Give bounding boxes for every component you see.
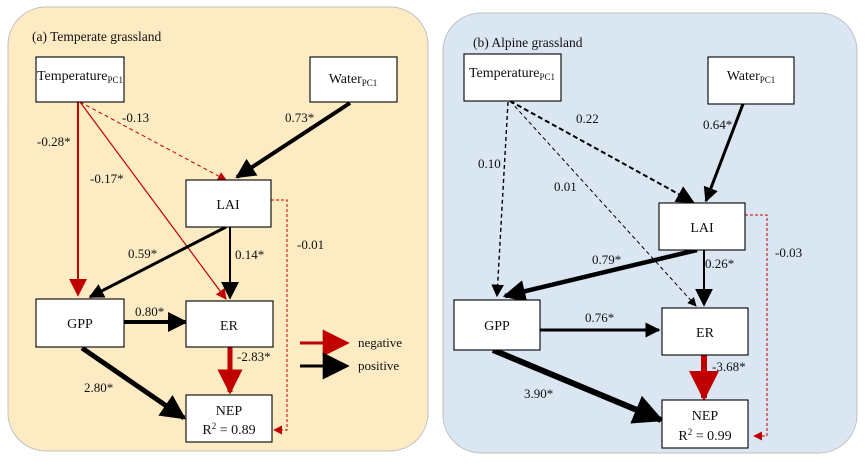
node-label: ER (220, 319, 239, 334)
coef-a-gpp-er: 0.80* (135, 304, 164, 319)
node-label: Water (329, 72, 362, 87)
coef-a-temperature-er: -0.17* (90, 171, 124, 186)
path-b-lai-gpp (502, 247, 698, 303)
node-r2: R2 = 0.89 (202, 421, 255, 438)
path-a-temperature-er (79, 101, 227, 300)
legend: negative positive (300, 329, 402, 380)
path-a-lai-nep (271, 199, 288, 435)
svg-text:WaterPC1: WaterPC1 (329, 72, 378, 88)
path-a-water-lai (235, 101, 352, 179)
panel-b-background (442, 12, 858, 454)
legend-positive-label: positive (358, 358, 399, 373)
legend-negative-label: negative (358, 335, 402, 350)
node-label: GPP (484, 319, 510, 334)
coef-a-gpp-nep: 2.80* (84, 380, 113, 395)
coef-b-temperature-gpp: 0.10 (478, 156, 501, 171)
node-label: ER (696, 326, 715, 341)
coef-a-lai-er: 0.14* (235, 247, 264, 262)
svg-text:WaterPC1: WaterPC1 (727, 69, 776, 85)
node-label: Water (727, 69, 760, 84)
path-b-lai-nep (745, 214, 768, 441)
node-label: Temperature (469, 66, 540, 81)
node-sub: PC1 (760, 75, 776, 85)
node-sub: PC1 (108, 75, 124, 85)
panel-b-title: (b) Alpine grassland (473, 35, 583, 50)
panel-b-paths (491, 100, 768, 441)
coef-a-er-nep: -2.83* (237, 349, 271, 364)
panel-a-node-er: ER (185, 300, 274, 348)
coef-a-lai-nep: -0.01 (297, 237, 324, 252)
coef-b-lai-er: 0.26* (705, 256, 734, 271)
coef-b-lai-nep: -0.03 (775, 245, 802, 260)
node-label: Temperature (37, 69, 108, 84)
panel-a-node-gpp: GPP (35, 298, 125, 348)
path-b-temperature-lai (509, 100, 695, 203)
path-b-water-lai (703, 103, 745, 203)
node-label: LAI (690, 221, 714, 236)
node-sub: PC1 (362, 78, 378, 88)
panel-a-paths (69, 101, 352, 435)
coef-b-temperature-er: 0.01 (554, 179, 577, 194)
coef-b-water-lai: 0.64* (703, 117, 732, 132)
path-a-lai-gpp (88, 225, 227, 299)
panel-a-node-temperature: TemperaturePC1 (35, 56, 125, 103)
coef-a-temperature-gpp: -0.28* (37, 134, 71, 149)
panel-a-title: (a) Temperate grassland (32, 29, 161, 44)
coef-a-temperature-lai: -0.13 (122, 110, 149, 125)
panel-b-node-er: ER (661, 307, 749, 356)
svg-text:TemperaturePC1: TemperaturePC1 (37, 69, 123, 85)
node-label: NEP (692, 409, 719, 424)
panel-b-node-water: WaterPC1 (707, 56, 795, 105)
node-label: GPP (67, 317, 93, 332)
node-label: LAI (216, 198, 240, 213)
coef-b-er-nep: -3.68* (712, 359, 746, 374)
path-b-temperature-gpp (491, 101, 509, 298)
panel-a-node-nep: NEP R2 = 0.89 (185, 394, 273, 443)
node-sub: PC1 (540, 72, 556, 82)
coef-a-water-lai: 0.73* (285, 110, 314, 125)
panel-a-node-lai: LAI (185, 179, 272, 228)
panel-b-node-nep: NEP R2 = 0.99 (661, 399, 749, 449)
coef-b-temperature-lai: 0.22 (576, 111, 599, 126)
node-r2: R2 = 0.99 (678, 427, 731, 444)
coef-b-lai-gpp: 0.79* (592, 252, 621, 267)
svg-text:TemperaturePC1: TemperaturePC1 (469, 66, 555, 82)
panel-b-node-gpp: GPP (453, 299, 541, 351)
coef-b-gpp-nep: 3.90* (524, 386, 553, 401)
path-b-gpp-nep (491, 347, 664, 424)
panel-b-node-temperature: TemperaturePC1 (463, 53, 562, 102)
coef-a-lai-gpp: 0.59* (128, 246, 157, 261)
path-a-gpp-nep (80, 345, 187, 421)
panel-b-node-lai: LAI (658, 202, 746, 251)
panel-a-node-water: WaterPC1 (309, 56, 398, 103)
node-label: NEP (216, 404, 243, 419)
coef-b-gpp-er: 0.76* (585, 310, 614, 325)
